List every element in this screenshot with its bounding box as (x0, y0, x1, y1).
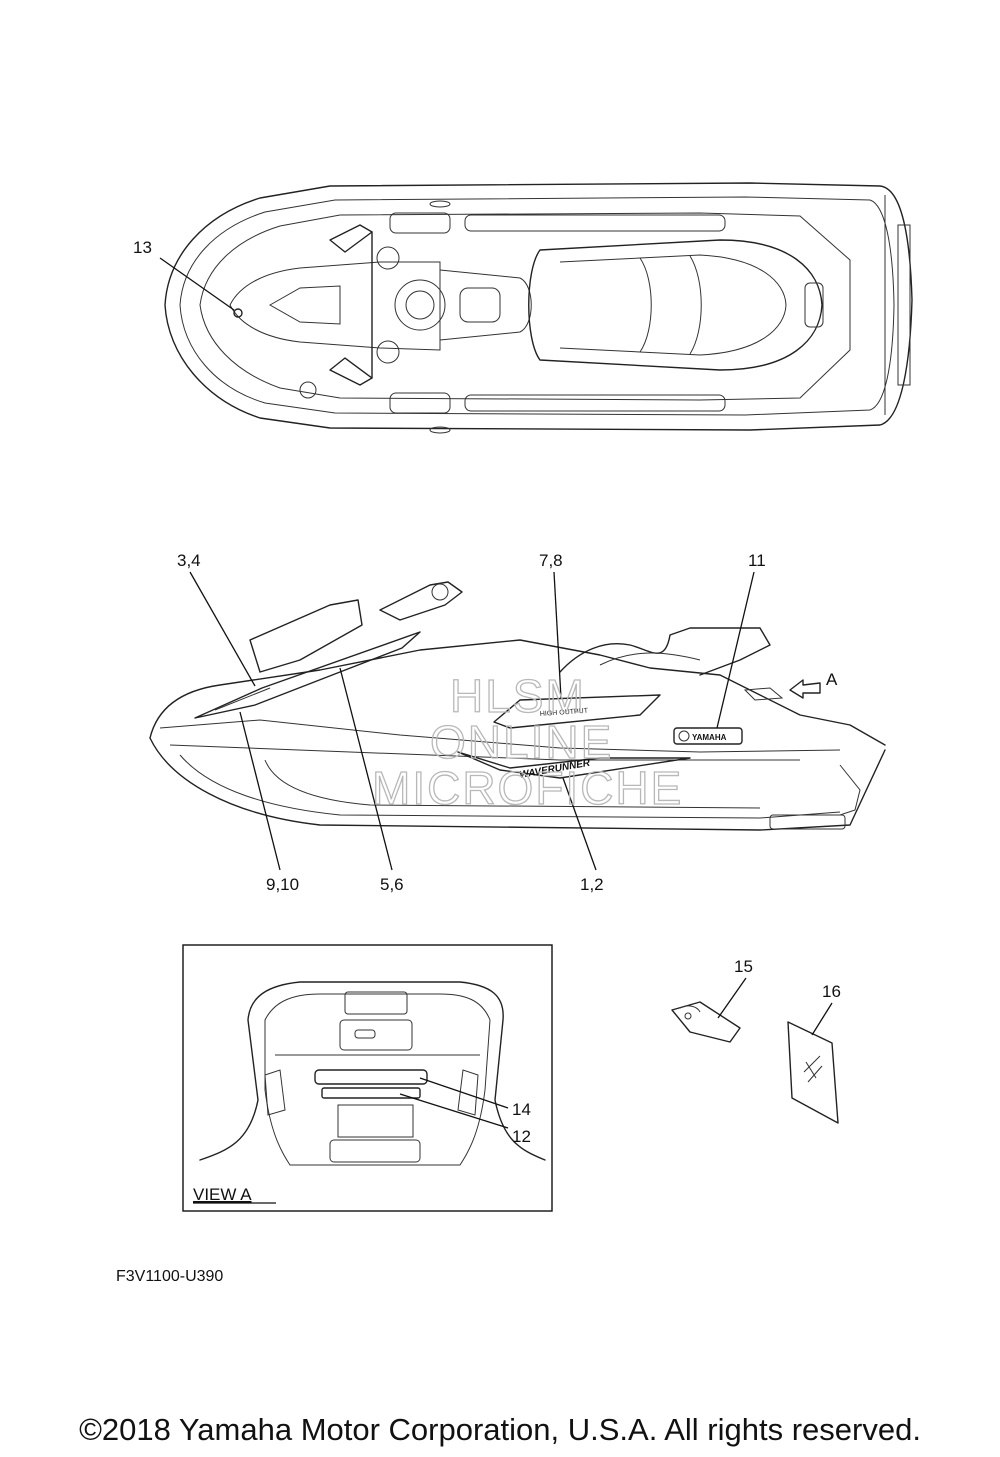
watermark-line-1: HLSM (450, 670, 586, 722)
leader-line-15 (717, 977, 747, 1019)
callout-16: 16 (822, 982, 841, 1001)
callout-12: 12 (512, 1127, 531, 1146)
decal-yamaha: YAMAHA (692, 733, 727, 742)
leader-line-14 (419, 1077, 509, 1109)
callout-1-2: 1,2 (580, 875, 604, 894)
watermark-line-2: ONLINE (430, 716, 613, 768)
leader-line-16 (811, 1002, 833, 1036)
callout-11: 11 (748, 551, 766, 570)
watermark-line-3: MICROFICHE (372, 762, 683, 814)
leader-line-11 (716, 571, 755, 729)
leader-line-7-8 (553, 571, 562, 699)
leader-line-9-10 (239, 711, 281, 871)
leader-line-13 (159, 257, 235, 311)
leader-line-12 (399, 1093, 509, 1129)
part-16-card (787, 1021, 839, 1124)
watermark: HLSM ONLINE MICROFICHE (371, 669, 683, 814)
callout-7-8: 7,8 (539, 551, 563, 570)
diagram-code: F3V1100-U390 (116, 1268, 224, 1285)
callout-15: 15 (734, 957, 753, 976)
copyright-notice: ©2018 Yamaha Motor Corporation, U.S.A. A… (79, 1412, 921, 1447)
leader-line-5-6 (339, 667, 393, 871)
callout-3-4: 3,4 (177, 551, 201, 570)
part-15-pouch (671, 1001, 741, 1043)
view-arrow-label-a: A (826, 670, 838, 689)
callout-5-6: 5,6 (380, 875, 404, 894)
leader-line-3-4 (189, 571, 256, 687)
callout-9-10: 9,10 (266, 875, 299, 894)
view-a-title: VIEW A (193, 1185, 252, 1204)
callout-14: 14 (512, 1100, 531, 1119)
top-view (164, 182, 913, 434)
decal-high-output: HIGH OUTPUT (540, 708, 589, 718)
view-a-panel (182, 944, 553, 1212)
callout-13: 13 (133, 238, 152, 257)
leader-line-1-2 (562, 777, 597, 871)
